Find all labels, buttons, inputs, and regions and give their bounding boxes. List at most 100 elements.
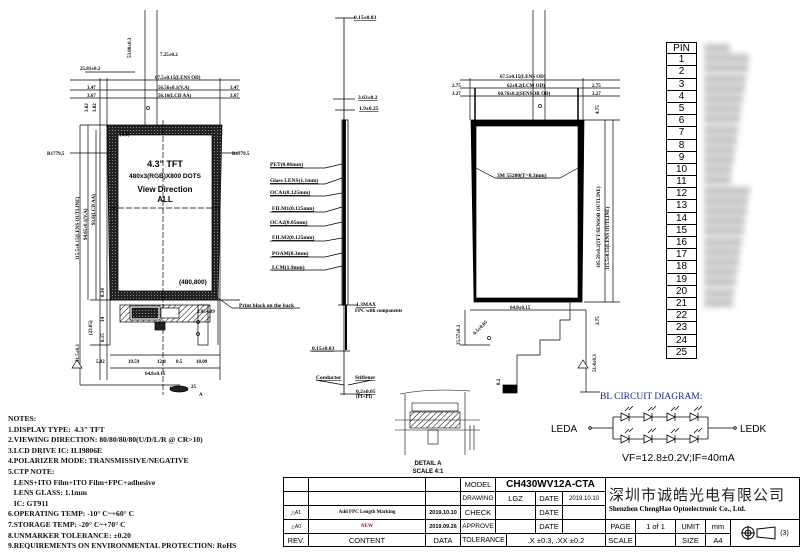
svg-text:14: 14 — [101, 317, 106, 323]
company-name-en: Shenzhen ChengHao Optoelectronic Co., Lt… — [609, 505, 746, 513]
detail-a-scale: SCALE 4:1 — [413, 469, 444, 475]
redacted-signal — [704, 125, 739, 134]
pin-number: 14 — [666, 212, 697, 225]
redacted-signal — [704, 74, 747, 83]
note-line: 2.VIEWING DIRECTION: 80/80/80/80(U/D/L/R… — [8, 435, 203, 445]
revision-badge: △A0 — [283, 519, 309, 534]
svg-text:3M 55280(T=0.3mm): 3M 55280(T=0.3mm) — [497, 172, 547, 179]
pin-number: 16 — [666, 237, 697, 250]
svg-text:3.47: 3.47 — [87, 86, 96, 91]
redacted-signal — [704, 135, 737, 144]
redacted-signal — [704, 64, 748, 73]
unit-label: UMIT — [675, 519, 706, 534]
revision-badge: △A1 — [283, 505, 309, 520]
svg-text:12.8: 12.8 — [157, 360, 166, 365]
note-line: 9.REQUIREMENTS ON ENVIRONMENTAL PROTECTI… — [8, 541, 237, 551]
svg-text:3.67: 3.67 — [87, 94, 96, 99]
company-name-cn: 深圳市诚皓光电有限公司 — [609, 486, 786, 504]
svg-text:Glass LENS(1.1mm): Glass LENS(1.1mm) — [270, 177, 318, 184]
pin-number: 11 — [666, 176, 697, 189]
svg-text:5.82: 5.82 — [96, 360, 105, 365]
company-block: 深圳市诚皓光电有限公司 Shenzhen ChengHao Optoelectr… — [605, 477, 800, 520]
redacted-signal — [704, 298, 733, 307]
note-line: IC: GT911 — [8, 498, 49, 508]
pin-number: 21 — [666, 297, 697, 311]
svg-text:(PI+PI): (PI+PI) — [356, 395, 373, 400]
revision-content: NEW — [308, 519, 426, 534]
svg-text:ALL: ALL — [157, 195, 173, 204]
pin-number: 15 — [666, 224, 697, 237]
led-icon — [620, 427, 634, 444]
led-icon — [689, 405, 703, 422]
svg-text:3.63±0.2: 3.63±0.2 — [358, 95, 378, 101]
drawing-value: LGZ — [495, 491, 536, 506]
redacted-signal — [704, 196, 749, 205]
unit-value: mm — [705, 519, 731, 534]
svg-text:115.5±0.15(LENS OUTLINE): 115.5±0.15(LENS OUTLINE) — [76, 196, 81, 260]
led-icon — [689, 427, 703, 444]
approve-label: APPROVE — [460, 519, 496, 534]
side-view-labels: 0.15±0.03 3.63±0.2 1.9±0.25 1.3MAX FPC w… — [270, 15, 402, 400]
note-line: LENS GLASS: 1.1mm — [8, 488, 87, 498]
svg-text:R1779.5: R1779.5 — [47, 152, 65, 157]
tolerance-value: .X ±0.3, .XX ±0.2 — [506, 533, 606, 547]
svg-text:93.6(LCD AA): 93.6(LCD AA) — [92, 194, 97, 225]
svg-text:3.82: 3.82 — [93, 103, 98, 112]
svg-text:60.76±0.2(SENSOR OD): 60.76±0.2(SENSOR OD) — [498, 92, 551, 97]
svg-text:R1779.5: R1779.5 — [232, 152, 250, 157]
pin-description-redacted — [700, 42, 752, 348]
pin-number: 4 — [666, 90, 697, 103]
redacted-signal — [704, 54, 750, 63]
redacted-signal — [704, 207, 747, 215]
size-value: A4 — [705, 533, 731, 547]
svg-text:View Direction: View Direction — [138, 185, 193, 194]
svg-text:FPC with components: FPC with components — [355, 309, 402, 314]
pin-number: 3 — [666, 78, 697, 91]
svg-text:3.67: 3.67 — [230, 94, 239, 99]
svg-text:LCM(1.9mm): LCM(1.9mm) — [272, 264, 305, 271]
revision-content: Add FPC Length Marking — [308, 505, 426, 520]
svg-text:A: A — [199, 393, 203, 398]
check-label: CHECK — [460, 505, 496, 520]
model-label: MODEL — [460, 477, 496, 492]
pin-number: 19 — [666, 273, 697, 286]
pin-number: 5 — [666, 102, 697, 116]
bl-circuit-diagram: BL CIRCUIT DIAGRAM: LEDA LEDK VF=12.8±0.… — [551, 392, 766, 464]
pin-number: 12 — [666, 188, 697, 201]
detail-a — [395, 389, 480, 455]
svg-text:3.05: 3.05 — [197, 310, 206, 315]
svg-text:2.75: 2.75 — [452, 84, 461, 89]
data-header: DATA — [425, 533, 461, 547]
svg-text:25.57±0.3: 25.57±0.3 — [457, 324, 462, 345]
svg-text:3.62: 3.62 — [85, 103, 90, 112]
svg-text:FILM2(0.125mm): FILM2(0.125mm) — [272, 234, 314, 241]
svg-text:1.9±0.25: 1.9±0.25 — [359, 106, 379, 112]
note-line: 8.UNMARKER TOLERANCE: ±0.20 — [8, 530, 131, 540]
svg-text:7.25±0.2: 7.25±0.2 — [160, 53, 178, 58]
size-label: SIZE — [675, 533, 706, 547]
led-icon — [666, 427, 680, 444]
page-label: PAGE — [605, 519, 636, 534]
pin-number: 9 — [666, 151, 697, 164]
led-icon — [643, 405, 657, 422]
revision-date: 2019.10.10 — [425, 505, 461, 520]
svg-text:51.5±0.3: 51.5±0.3 — [76, 344, 81, 362]
svg-text:3.47: 3.47 — [230, 86, 239, 91]
redacted-signal — [704, 115, 740, 124]
svg-text:2.75: 2.75 — [596, 316, 601, 325]
pin-number: 24 — [666, 334, 697, 347]
svg-text:1.3MAX: 1.3MAX — [356, 302, 376, 308]
rev-header: REV. — [283, 533, 309, 547]
led-array-icon — [588, 405, 737, 444]
svg-text:6.15: 6.15 — [101, 333, 106, 342]
side-view — [270, 17, 373, 395]
back-view-labels: 67.5±0.15(LENS OD) 62±0.2(LCM OD) 60.76±… — [452, 75, 611, 385]
note-line: 4.POLARIZER MODE: TRANSMISSIVE/NEGATIVE — [8, 456, 189, 466]
svg-text:Conductor: Conductor — [316, 375, 342, 381]
pin-number: 18 — [666, 261, 697, 274]
svg-text:51.4±0.3: 51.4±0.3 — [593, 354, 598, 372]
svg-text:FILM1(0.125mm): FILM1(0.125mm) — [272, 205, 314, 212]
svg-text:OCA2(0.05mm): OCA2(0.05mm) — [270, 219, 308, 226]
redacted-signal — [704, 166, 733, 175]
